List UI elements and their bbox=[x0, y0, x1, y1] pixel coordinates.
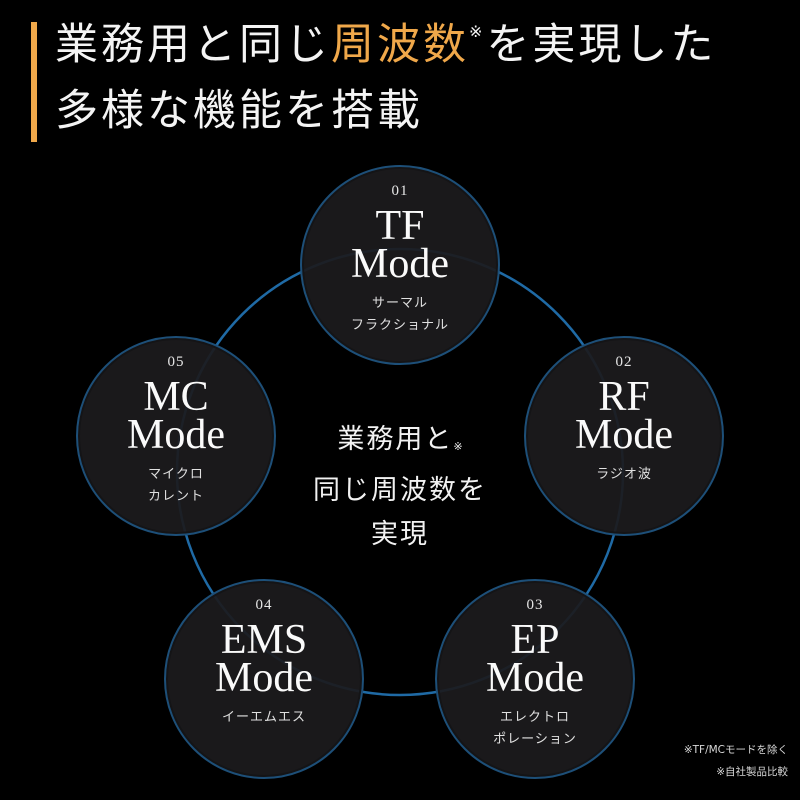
headline-text: 業務用と同じ bbox=[55, 20, 331, 70]
center-caption: 業務用と※ 同じ周波数を 実現 bbox=[290, 418, 510, 557]
mode-description: ラジオ波 bbox=[596, 467, 652, 482]
center-line-1: 業務用と bbox=[337, 424, 454, 455]
mode-number: 02 bbox=[615, 354, 633, 370]
mode-number: 01 bbox=[391, 183, 409, 199]
mode-description: エレクトロポレーション bbox=[493, 710, 577, 747]
accent-bar bbox=[31, 22, 37, 142]
footnote-mark: ※ bbox=[469, 22, 483, 41]
headline-line-1: 業務用と同じ周波数※を実現した bbox=[55, 24, 716, 67]
mode-number: 05 bbox=[167, 354, 185, 370]
mode-description: サーマルフラクショナル bbox=[350, 296, 449, 333]
headline-line-2: 多様な機能を搭載 bbox=[55, 86, 423, 136]
headline-highlight: 周波数 bbox=[331, 20, 469, 70]
mode-number: 03 bbox=[526, 597, 544, 613]
mode-description: イーエムエス bbox=[221, 710, 306, 725]
center-line-2: 同じ周波数を bbox=[313, 475, 487, 506]
center-line-3: 実現 bbox=[371, 519, 429, 550]
footnote-2: ※自社製品比較 bbox=[716, 766, 788, 778]
headline-text-end: を実現した bbox=[486, 20, 717, 70]
center-footnote-mark: ※ bbox=[453, 440, 463, 453]
mode-number: 04 bbox=[255, 597, 273, 613]
footnotes: ※TF/MCモードを除く ※自社製品比較 bbox=[684, 739, 788, 783]
footnote-1: ※TF/MCモードを除く bbox=[683, 744, 788, 756]
mode-description: マイクロカレント bbox=[147, 467, 204, 504]
